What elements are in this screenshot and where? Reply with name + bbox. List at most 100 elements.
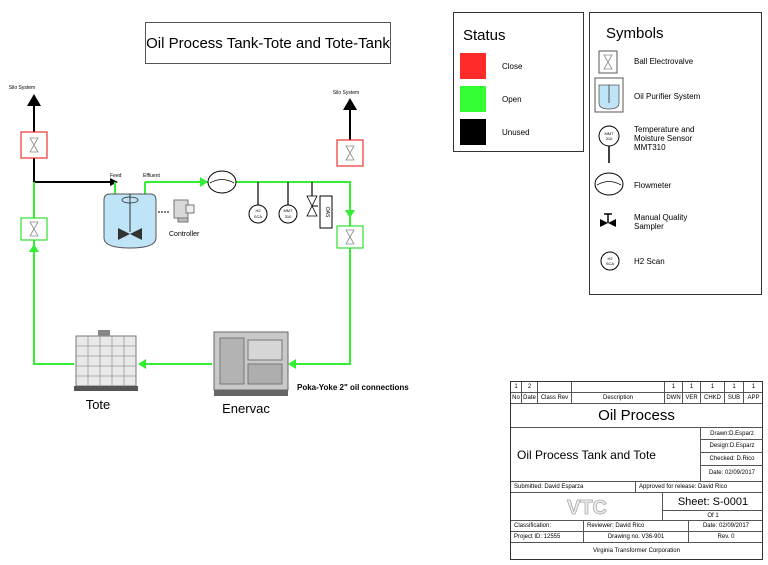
process-title: Oil Process xyxy=(511,404,762,428)
rev-cell: 1 xyxy=(725,382,744,392)
header-cell: VER xyxy=(683,393,701,403)
rev-cell: 1 xyxy=(511,382,522,392)
checked-by: Checked: D.Rico xyxy=(701,452,763,466)
svg-text:SCA: SCA xyxy=(606,261,615,266)
status-unused-swatch xyxy=(460,119,486,145)
h2-sensor-icon: H2 SCA xyxy=(248,182,268,224)
symbols-title: Symbols xyxy=(606,25,664,42)
enervac-icon xyxy=(213,331,289,396)
mmt-sensor-icon: MMT 310 xyxy=(278,182,298,224)
sym-flowmeter-label: Flowmeter xyxy=(634,181,672,190)
svg-text:OAS: OAS xyxy=(324,207,330,218)
svg-text:MMT: MMT xyxy=(604,131,614,136)
temp-moisture-sensor-icon: MMT 310 xyxy=(598,125,620,163)
drawing-number: Drawing no. V36-901 xyxy=(584,532,689,542)
sheet-of: Of 1 xyxy=(707,512,719,519)
svg-text:H2: H2 xyxy=(607,256,613,261)
rev-cell: 1 xyxy=(665,382,683,392)
silo-right-line xyxy=(343,98,357,140)
sheet-row: VTC Sheet: S-0001 Of 1 xyxy=(511,493,763,521)
svg-text:VTC: VTC xyxy=(567,497,607,518)
green-arrows xyxy=(29,177,355,369)
valve-closed-left xyxy=(20,131,48,159)
header-row: No Date Class Rev Description DWN VER CH… xyxy=(511,393,762,404)
title-block: 1 2 1 1 1 1 1 No Date Class Rev Descript… xyxy=(510,381,763,560)
header-cell: APP xyxy=(747,395,760,401)
flowmeter-icon xyxy=(207,170,237,194)
manual-sampler-icon: OAS xyxy=(306,182,333,229)
classification: Classification: xyxy=(511,521,584,531)
reviewer: Reviewer: David Rico xyxy=(584,521,689,531)
drawing-date: Date: 02/09/2017 xyxy=(708,470,756,476)
project-row: Project ID: 12555 Drawing no. V36-901 Re… xyxy=(511,532,762,543)
release-row: Submitted: David Esparza Approved for re… xyxy=(511,482,762,493)
silo-right-label: Silo System xyxy=(333,90,359,96)
controller-icon xyxy=(173,199,195,223)
status-close-swatch xyxy=(460,53,486,79)
rev-cell: 1 xyxy=(683,382,701,392)
tote-label: Tote xyxy=(86,397,111,412)
revision-row: 1 2 1 1 1 1 1 xyxy=(511,382,762,393)
classification-row: Classification: Reviewer: David Rico Dat… xyxy=(511,521,762,532)
rev-cell: 1 xyxy=(751,384,756,390)
submitted-by: Submitted: David Esparza xyxy=(511,482,636,492)
svg-text:SCA: SCA xyxy=(254,214,263,219)
company-name: Virginia Transformer Corporation xyxy=(593,548,680,554)
rev-cell xyxy=(572,382,665,392)
project-id: Project ID: 12555 xyxy=(511,532,584,542)
diagram-title: Oil Process Tank-Tote and Tote-Tank xyxy=(145,22,391,64)
header-cell: SUB xyxy=(725,393,744,403)
header-cell: No xyxy=(511,393,522,403)
rev-cell xyxy=(538,382,572,392)
header-cell: Class Rev xyxy=(538,393,572,403)
status-close-label: Close xyxy=(502,62,523,71)
tote-icon xyxy=(74,330,138,391)
valve-open-left xyxy=(20,217,48,241)
rev-cell: 2 xyxy=(522,382,538,392)
controller-label: Controller xyxy=(169,231,200,238)
drawing-info: Oil Process Tank and Tote Drawn:D.Esparz… xyxy=(511,428,763,482)
enervac-label: Enervac xyxy=(222,401,270,416)
status-legend: Status Close Open Unused xyxy=(453,12,584,152)
symbols-legend: Symbols Ball Electrovalve Oil Purifier S… xyxy=(589,12,762,295)
review-date: Date: 02/09/2017 xyxy=(702,523,750,529)
status-open-label: Open xyxy=(502,95,522,104)
header-cell: Description xyxy=(572,393,665,403)
sheet-info: Sheet: S-0001 Of 1 xyxy=(663,493,763,520)
drawn-by: Drawn:D.Esparz xyxy=(701,428,763,440)
svg-text:310: 310 xyxy=(285,214,292,219)
sym-manual-sampler-label: Manual Quality Sampler xyxy=(634,213,688,231)
rev-cell: 1 xyxy=(701,382,725,392)
sym-h2-scan-label: H2 Scan xyxy=(634,257,665,266)
svg-text:H2: H2 xyxy=(255,208,261,213)
pokayoke-label: Poka-Yoke 2" oil connections xyxy=(297,383,409,392)
silo-left-label: Silo System xyxy=(9,85,35,91)
feed-label: Feed xyxy=(110,173,122,179)
oil-purifier-tank xyxy=(103,193,157,249)
ball-valve-icon xyxy=(598,50,618,74)
h2-scan-icon: H2 SCA xyxy=(600,251,620,271)
sheet-number: Sheet: S-0001 xyxy=(663,493,763,511)
status-unused-label: Unused xyxy=(502,128,530,137)
effluent-label: Effluent xyxy=(143,173,160,179)
status-open-swatch xyxy=(460,86,486,112)
oil-purifier-icon xyxy=(594,77,624,113)
approved-by: Approved for release: David Rico xyxy=(639,484,728,490)
valve-closed-right xyxy=(336,139,364,167)
sym-ball-valve-label: Ball Electrovalve xyxy=(634,57,694,66)
drawing-title: Oil Process Tank and Tote xyxy=(511,428,701,481)
svg-text:310: 310 xyxy=(606,136,613,141)
sym-oil-purifier-label: Oil Purifier System xyxy=(634,92,701,101)
vtc-logo: VTC xyxy=(511,493,663,520)
header-cell: CHKD xyxy=(701,393,725,403)
header-cell: Date xyxy=(522,393,538,403)
sym-temp-moisture-label: Temperature and Moisture Sensor MMT310 xyxy=(634,125,695,152)
drawing-roles: Drawn:D.Esparz Design:D.Esparz Checked: … xyxy=(701,428,763,481)
header-cell: DWN xyxy=(665,393,683,403)
valve-open-right xyxy=(336,225,364,249)
designed-by: Design:D.Esparz xyxy=(701,439,763,453)
flowmeter-legend-icon xyxy=(594,172,624,196)
manual-sampler-legend-icon xyxy=(600,213,616,227)
svg-text:MMT: MMT xyxy=(283,208,293,213)
